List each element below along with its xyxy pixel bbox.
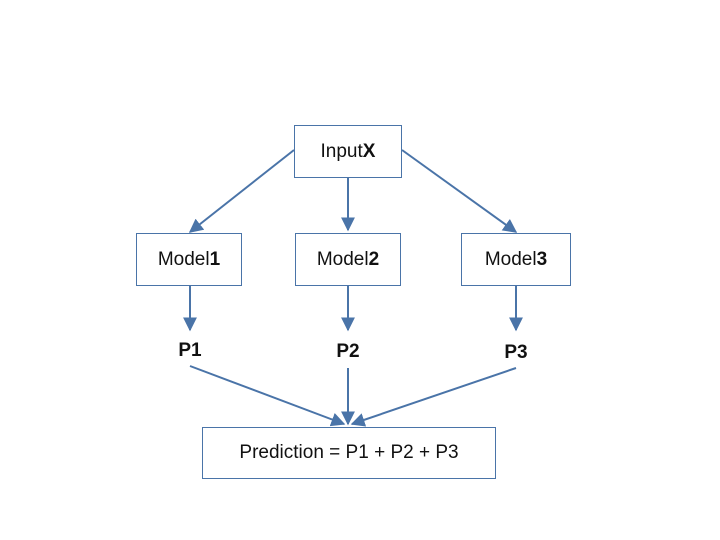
model-1-label: Model	[157, 248, 210, 270]
model-3-node: Model 3	[461, 233, 571, 286]
model-2-label: Model	[316, 248, 369, 270]
prediction-label: Prediction = P1 + P2 + P3	[239, 442, 459, 463]
arrow-p3-to-prediction	[350, 367, 517, 427]
model-2-node: Model 2	[295, 233, 401, 286]
model-3-number: 3	[536, 248, 548, 270]
arrow-input-to-model-1	[188, 149, 295, 233]
output-p1-label: P1	[178, 340, 202, 361]
input-node-label: Input	[320, 140, 363, 162]
arrow-input-to-model-3	[401, 149, 518, 233]
output-p2-label: P2	[336, 341, 360, 362]
input-node-variable: X	[362, 140, 376, 162]
output-p3-label: P3	[504, 342, 528, 363]
model-1-number: 1	[209, 248, 221, 270]
arrow-p1-to-prediction	[189, 365, 346, 427]
model-3-label: Model	[484, 248, 537, 270]
model-2-number: 2	[368, 248, 380, 270]
model-1-node: Model 1	[136, 233, 242, 286]
prediction-node: Prediction = P1 + P2 + P3	[202, 427, 496, 479]
input-node: Input X	[294, 125, 402, 178]
